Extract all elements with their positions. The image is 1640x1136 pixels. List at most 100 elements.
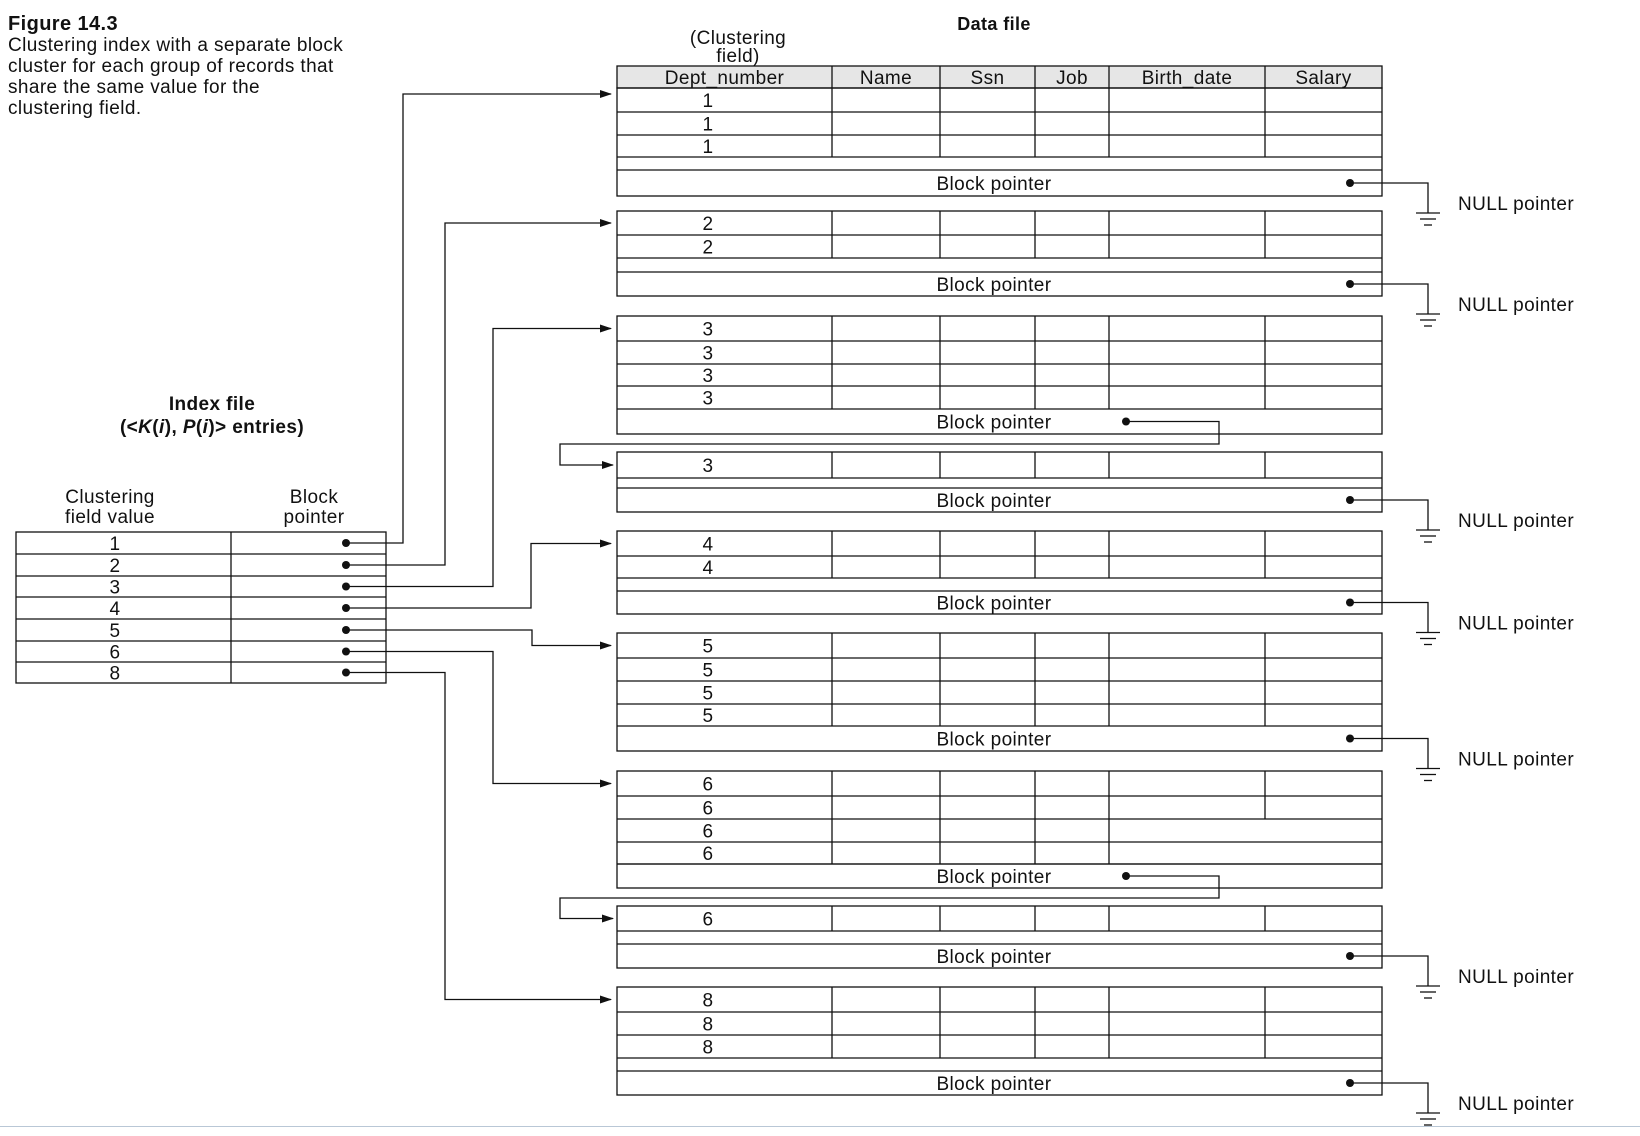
index-entries-label-part: (< [120, 417, 138, 438]
figure-number: Figure 14.3 [8, 13, 118, 35]
dept-number-cell: 5 [703, 637, 714, 658]
index-entries-label-part: K [138, 417, 153, 438]
dept-number-cell: 4 [703, 558, 714, 579]
clustering-field-label: field) [716, 46, 760, 67]
figure-caption-text: Clustering index with a separate block c… [8, 35, 344, 119]
column-header-birth-date: Birth_date [1142, 68, 1233, 89]
null-pointer-line [1350, 955, 1429, 986]
dept-number-cell: 5 [703, 706, 714, 727]
index-key-cell: 3 [110, 578, 121, 599]
data-block-9 [616, 986, 1383, 1096]
null-pointer-label: NULL pointer [1458, 194, 1574, 215]
null-pointer-label: NULL pointer [1458, 967, 1574, 988]
overflow-block-pointer-arrow [559, 875, 1220, 923]
data-file-title: Data file [957, 14, 1031, 34]
index-entries-label-part: P [183, 417, 196, 438]
dept-number-cell: 3 [703, 389, 714, 410]
dept-number-cell: 5 [703, 684, 714, 705]
index-to-block-arrow [346, 650, 612, 788]
dept-number-cell: 1 [703, 137, 714, 158]
dept-number-cell: 4 [703, 535, 714, 556]
index-to-block-arrow [346, 629, 612, 650]
index-entries-label-part: ), [165, 417, 183, 438]
index-to-block-arrow [346, 219, 612, 566]
dept-number-cell: 6 [703, 910, 714, 931]
index-file-table [15, 531, 387, 684]
data-block-8 [616, 905, 1383, 969]
null-pointer-line [1350, 499, 1429, 530]
block-pointer-label: Block pointer [936, 275, 1051, 296]
block-pointer-label: Block pointer [936, 947, 1051, 968]
index-entries-label: (<K(i), P(i)> entries) [120, 417, 304, 438]
block-pointer-label: Block pointer [936, 730, 1051, 751]
null-pointer-line [1350, 283, 1429, 314]
index-key-cell: 5 [110, 621, 121, 642]
column-header-job: Job [1056, 68, 1088, 89]
overflow-block-pointer-arrow [559, 420, 1220, 469]
dept-number-cell: 1 [703, 115, 714, 136]
index-entries-label-part: i [159, 417, 165, 438]
data-block-6 [616, 632, 1383, 752]
null-pointer-line [1350, 737, 1429, 769]
index-key-cell: 8 [110, 664, 121, 685]
index-file-title: Index file [169, 394, 255, 415]
index-header-block-pointer: Block [290, 487, 339, 508]
data-block-1 [616, 87, 1383, 197]
column-header-salary: Salary [1295, 68, 1351, 89]
index-header-block-pointer: pointer [284, 507, 345, 528]
dept-number-cell: 6 [703, 799, 714, 820]
data-block-7 [616, 770, 1383, 889]
dept-number-cell: 8 [703, 991, 714, 1012]
dept-number-cell: 3 [703, 366, 714, 387]
dept-number-cell: 3 [703, 320, 714, 341]
block-pointer-label: Block pointer [936, 867, 1051, 888]
index-header-clustering-field-value: field value [65, 507, 155, 528]
block-pointer-label: Block pointer [936, 491, 1051, 512]
index-key-cell: 4 [110, 599, 121, 620]
null-pointer-line [1350, 1082, 1429, 1113]
data-block-2 [616, 210, 1383, 297]
index-entries-label-part: ( [152, 417, 159, 438]
column-header-ssn: Ssn [971, 68, 1005, 89]
null-pointer-line [1350, 601, 1429, 633]
dept-number-cell: 6 [703, 822, 714, 843]
null-pointer-label: NULL pointer [1458, 295, 1574, 316]
index-key-cell: 2 [110, 556, 121, 577]
block-pointer-label: Block pointer [936, 1074, 1051, 1095]
dept-number-cell: 6 [703, 775, 714, 796]
dept-number-cell: 1 [703, 91, 714, 112]
index-to-block-arrow [346, 324, 612, 588]
index-entries-label-part: i [203, 417, 209, 438]
data-block-5 [616, 530, 1383, 615]
dept-number-cell: 5 [703, 661, 714, 682]
column-header-name: Name [860, 68, 912, 89]
null-pointer-label: NULL pointer [1458, 1094, 1574, 1115]
bottom-divider [0, 1126, 1640, 1127]
index-to-block-arrow [346, 671, 612, 1004]
figure-caption: Figure 14.3 Clustering index with a sepa… [8, 13, 348, 120]
data-block-4 [616, 451, 1383, 513]
dept-number-cell: 3 [703, 344, 714, 365]
dept-number-cell: 2 [703, 214, 714, 235]
index-to-block-arrow [346, 539, 612, 609]
index-entries-label-part: )> entries) [208, 417, 304, 438]
dept-number-cell: 6 [703, 844, 714, 865]
column-header-dept-number: Dept_number [665, 68, 785, 89]
null-pointer-line [1350, 182, 1429, 213]
null-pointer-label: NULL pointer [1458, 614, 1574, 635]
index-to-block-arrow [346, 90, 612, 544]
index-header-clustering-field-value: Clustering [65, 487, 155, 508]
null-pointer-label: NULL pointer [1458, 750, 1574, 771]
data-block-3 [616, 315, 1383, 435]
index-key-cell: 1 [110, 534, 121, 555]
null-pointer-label: NULL pointer [1458, 511, 1574, 532]
clustering-field-label: (Clustering [690, 28, 786, 49]
block-pointer-label: Block pointer [936, 594, 1051, 615]
dept-number-cell: 2 [703, 238, 714, 259]
dept-number-cell: 8 [703, 1038, 714, 1059]
block-pointer-label: Block pointer [936, 174, 1051, 195]
dept-number-cell: 3 [703, 456, 714, 477]
dept-number-cell: 8 [703, 1015, 714, 1036]
